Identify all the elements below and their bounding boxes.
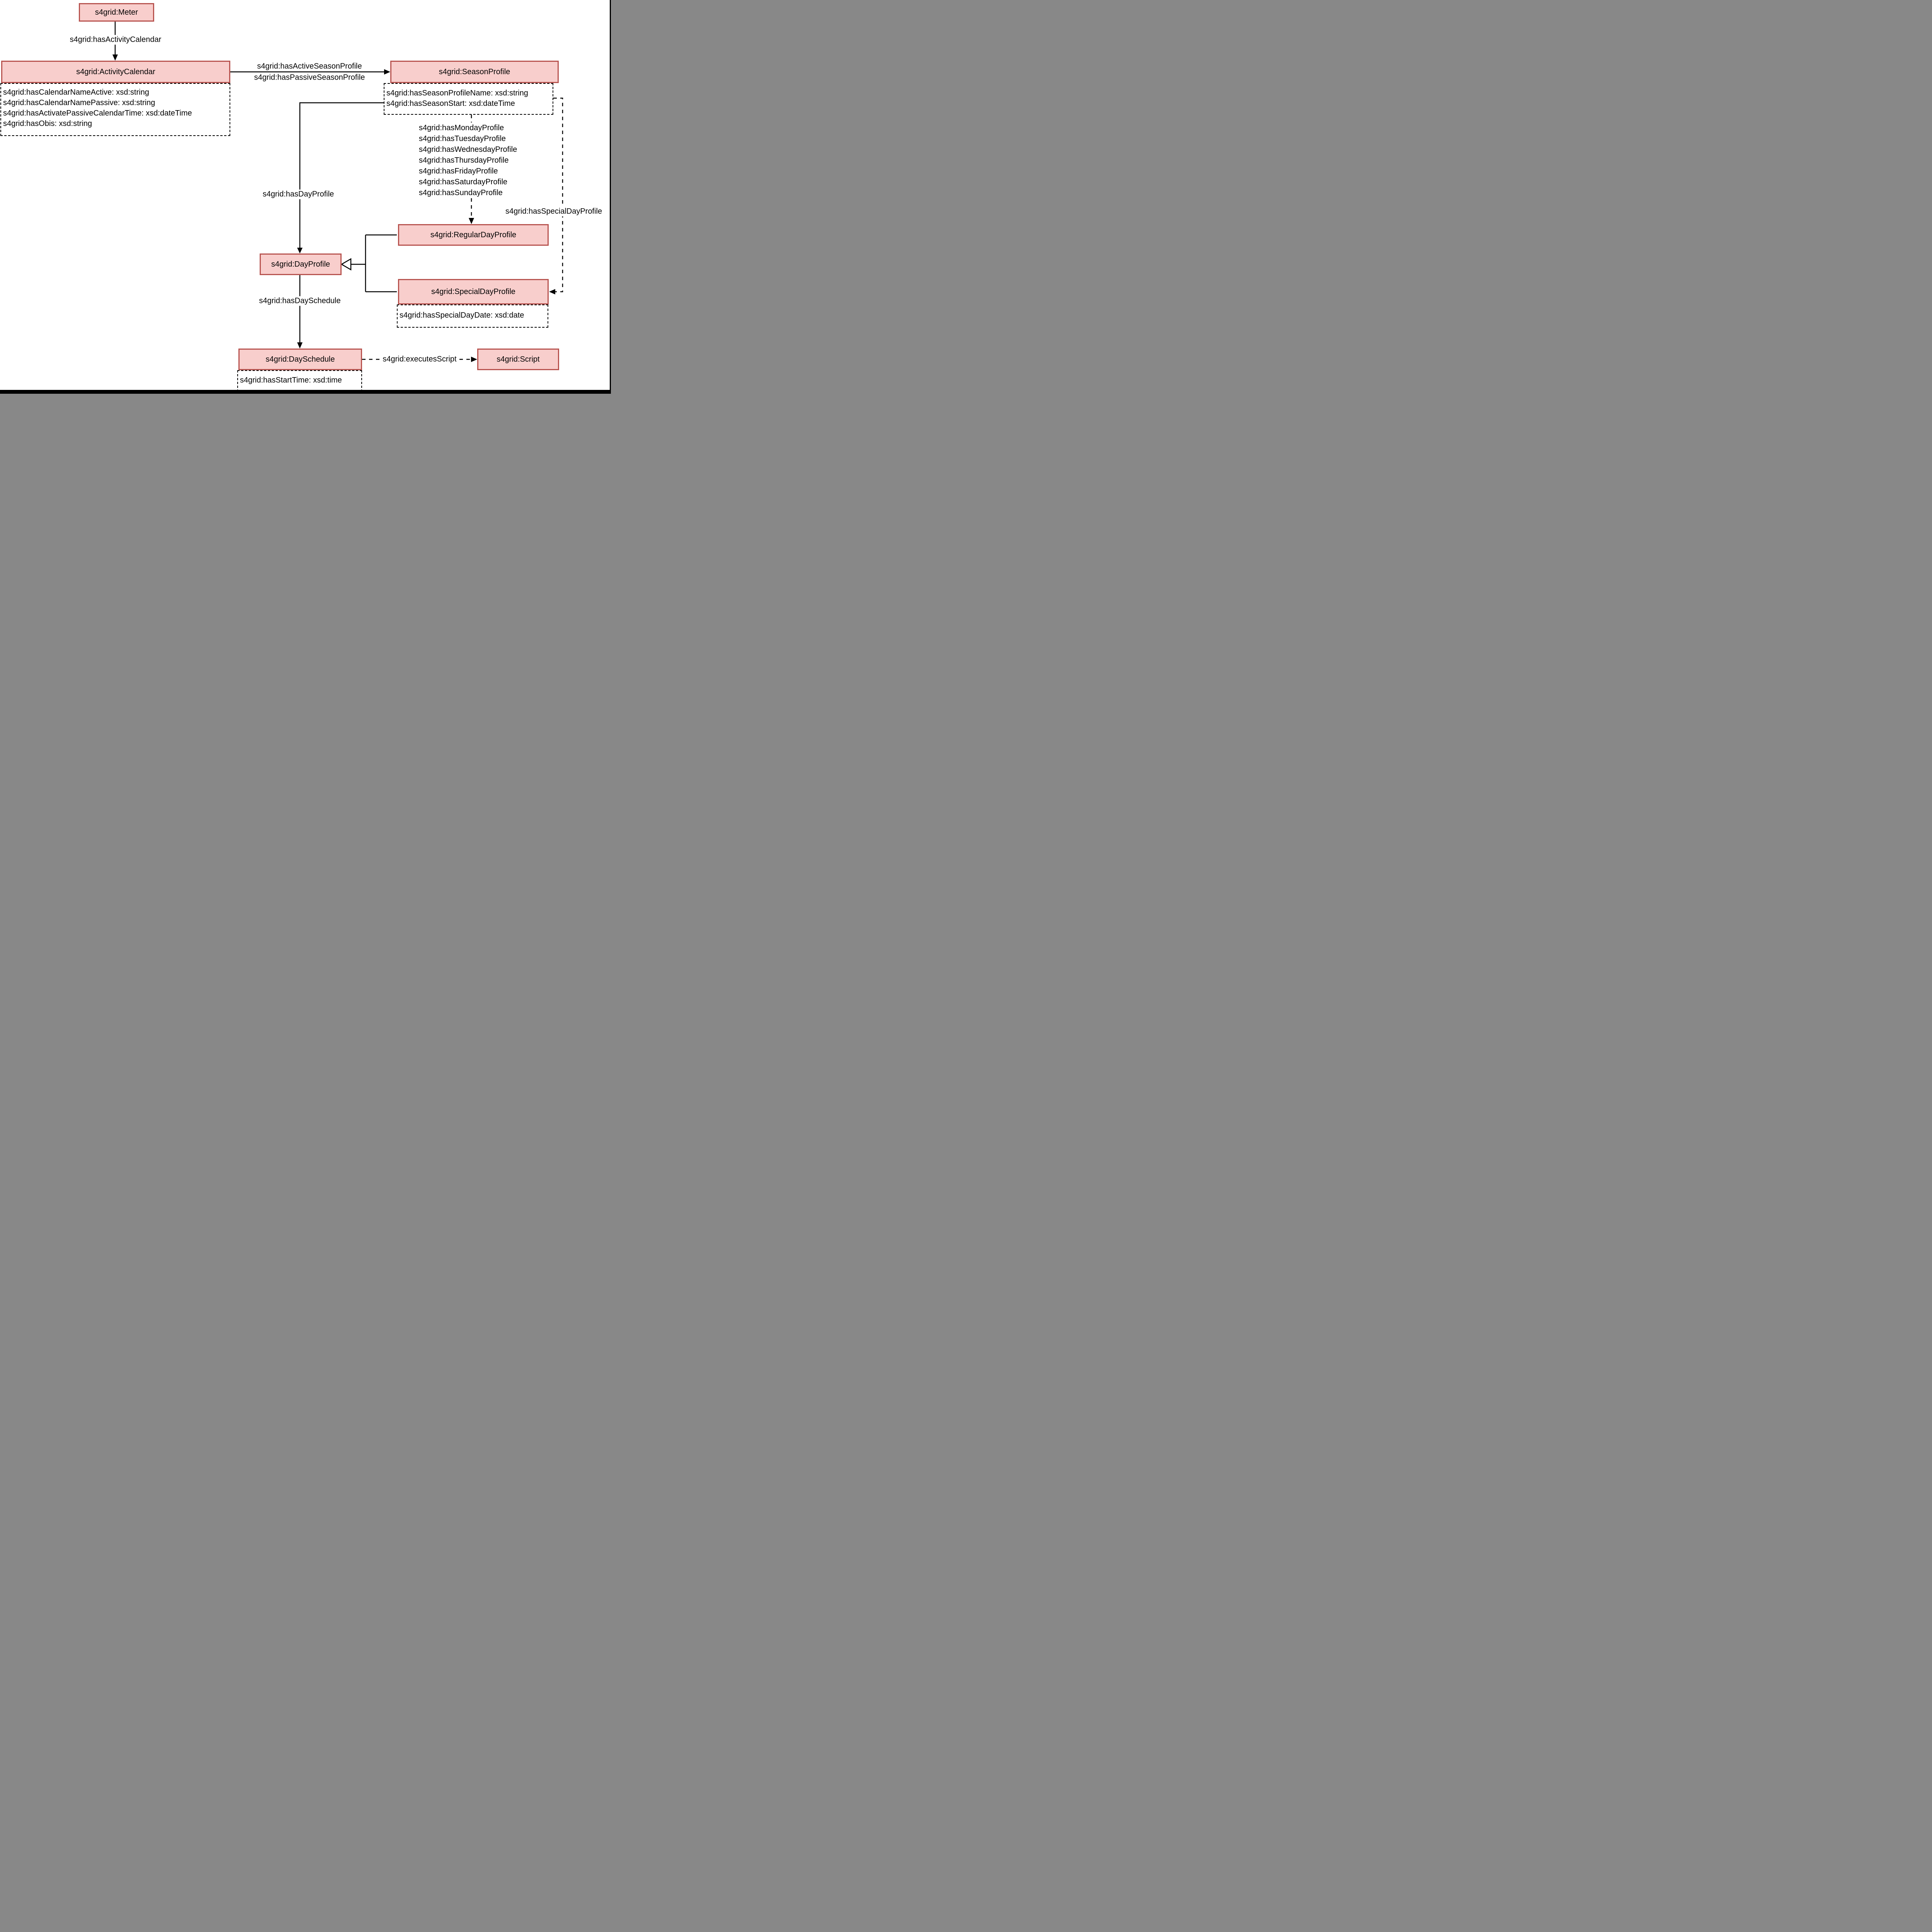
edge-label-has-active-season-profile: s4grid:hasActiveSeasonProfile bbox=[256, 61, 363, 71]
weekday-profile-label: s4grid:hasMondayProfile bbox=[419, 124, 504, 132]
weekday-profile-label: s4grid:hasTuesdayProfile bbox=[419, 134, 506, 143]
edge-has-special-day-profile bbox=[549, 97, 563, 294]
edge-has-season-profile bbox=[230, 69, 390, 75]
special-day-profile-attributes: s4grid:hasSpecialDayDate: xsd:date bbox=[397, 304, 548, 328]
edge-label-has-day-schedule: s4grid:hasDaySchedule bbox=[258, 296, 342, 306]
node-special-day-profile: s4grid:SpecialDayProfile bbox=[398, 279, 549, 304]
attribute-line: s4grid:hasSeasonProfileName: xsd:string bbox=[386, 89, 528, 97]
node-regular-day-profile: s4grid:RegularDayProfile bbox=[398, 224, 549, 246]
edge-label-has-activity-calendar: s4grid:hasActivityCalendar bbox=[68, 35, 163, 45]
edge-weekday-profiles bbox=[469, 115, 474, 224]
attribute-line: s4grid:hasCalendarNameActive: xsd:string bbox=[3, 88, 149, 97]
edge-subclass-of-day-profile bbox=[340, 234, 397, 293]
attribute-line: s4grid:hasObis: xsd:string bbox=[3, 119, 92, 128]
attribute-line: s4grid:hasCalendarNamePassive: xsd:strin… bbox=[3, 99, 155, 107]
activity-calendar-attributes: s4grid:hasCalendarNameActive: xsd:string… bbox=[0, 83, 230, 136]
season-profile-attributes: s4grid:hasSeasonProfileName: xsd:string … bbox=[384, 83, 553, 115]
right-border bbox=[610, 0, 611, 394]
bottom-border bbox=[0, 390, 611, 394]
weekday-profile-label: s4grid:hasSaturdayProfile bbox=[419, 178, 508, 186]
attribute-line: s4grid:hasSpecialDayDate: xsd:date bbox=[400, 311, 524, 320]
node-day-schedule: s4grid:DaySchedule bbox=[238, 349, 362, 370]
day-schedule-attributes: s4grid:hasStartTime: xsd:time bbox=[237, 370, 362, 392]
edge-has-day-profile bbox=[297, 102, 384, 253]
attribute-line: s4grid:hasStartTime: xsd:time bbox=[240, 376, 342, 384]
weekday-profile-label: s4grid:hasWednesdayProfile bbox=[419, 145, 517, 154]
weekday-profile-label: s4grid:hasThursdayProfile bbox=[419, 156, 509, 165]
edge-label-has-day-profile: s4grid:hasDayProfile bbox=[261, 189, 335, 199]
attribute-line: s4grid:hasSeasonStart: xsd:dateTime bbox=[386, 99, 515, 108]
weekday-profile-label: s4grid:hasFridayProfile bbox=[419, 167, 498, 175]
edge-label-has-passive-season-profile: s4grid:hasPassiveSeasonProfile bbox=[253, 73, 366, 83]
edge-label-has-special-day-profile: s4grid:hasSpecialDayProfile bbox=[504, 207, 604, 216]
node-meter: s4grid:Meter bbox=[79, 3, 154, 22]
node-activity-calendar: s4grid:ActivityCalendar bbox=[1, 61, 230, 83]
node-season-profile: s4grid:SeasonProfile bbox=[390, 61, 559, 83]
node-script: s4grid:Script bbox=[477, 349, 559, 370]
edge-has-day-schedule bbox=[297, 275, 303, 349]
weekday-profile-label: s4grid:hasSundayProfile bbox=[419, 189, 503, 197]
ontology-diagram: s4grid:Meter s4grid:ActivityCalendar s4g… bbox=[0, 0, 611, 394]
edge-label-executes-script: s4grid:executesScript bbox=[381, 354, 458, 364]
node-day-profile: s4grid:DayProfile bbox=[260, 253, 342, 275]
attribute-line: s4grid:hasActivatePassiveCalendarTime: x… bbox=[3, 109, 192, 117]
edge-label-weekday-profiles: s4grid:hasMondayProfile s4grid:hasTuesda… bbox=[417, 122, 519, 198]
